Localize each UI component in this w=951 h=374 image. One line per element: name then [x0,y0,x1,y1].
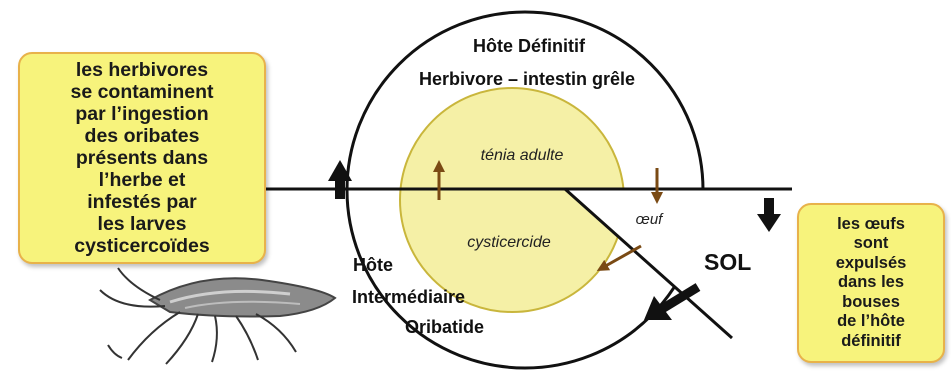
note-right-line: sont [853,234,889,253]
note-left-line: par l’ingestion [75,103,209,125]
note-left-line: des oribates [84,125,200,147]
note-right-line: de l’hôte [837,312,905,331]
soil-label: SOL [704,249,751,275]
note-left-line: les larves [97,213,187,235]
intermediate-host-line-2: Intermédiaire [352,287,465,307]
adult-stage-label: ténia adulte [481,147,564,164]
note-left-line: se contaminent [70,81,214,103]
contamination-note: les herbivores se contaminent par l’inge… [18,52,266,264]
soil-diagonal-line [564,187,733,340]
egg-stage-label: œuf [636,211,665,228]
note-left-line: cysticercoïdes [74,235,210,257]
note-left-line: infestés par [87,191,197,213]
egg-expulsion-note: les œufs sont expulsés dans les bouses d… [797,203,945,363]
up-arrow-icon [328,160,352,199]
down-left-arrow-icon [644,283,701,320]
egg-expulsion-note-text: les œufs sont expulsés dans les bouses d… [836,215,907,352]
intermediate-host-line-1: Hôte [353,255,393,275]
mite-illustration [99,267,337,365]
down-arrow-icon [757,198,781,232]
larva-stage-label: cysticercide [467,234,551,251]
note-right-line: les œufs [837,214,905,233]
note-right-line: bouses [842,292,900,311]
contamination-note-text: les herbivores se contaminent par l’inge… [70,59,213,257]
note-right-line: dans les [837,273,905,292]
larva-arrow-icon [596,244,642,271]
note-right-line: définitif [841,331,901,350]
definitive-host-title: Hôte Définitif [473,36,586,56]
note-right-line: expulsés [835,253,907,272]
note-left-line: l’herbe et [98,169,186,191]
note-left-line: présents dans [75,147,209,169]
intermediate-host-line-3: Oribatide [405,317,484,337]
soil-sector [565,189,760,338]
definitive-host-subtitle: Herbivore – intestin grêle [419,69,635,89]
note-left-line: les herbivores [75,59,209,81]
